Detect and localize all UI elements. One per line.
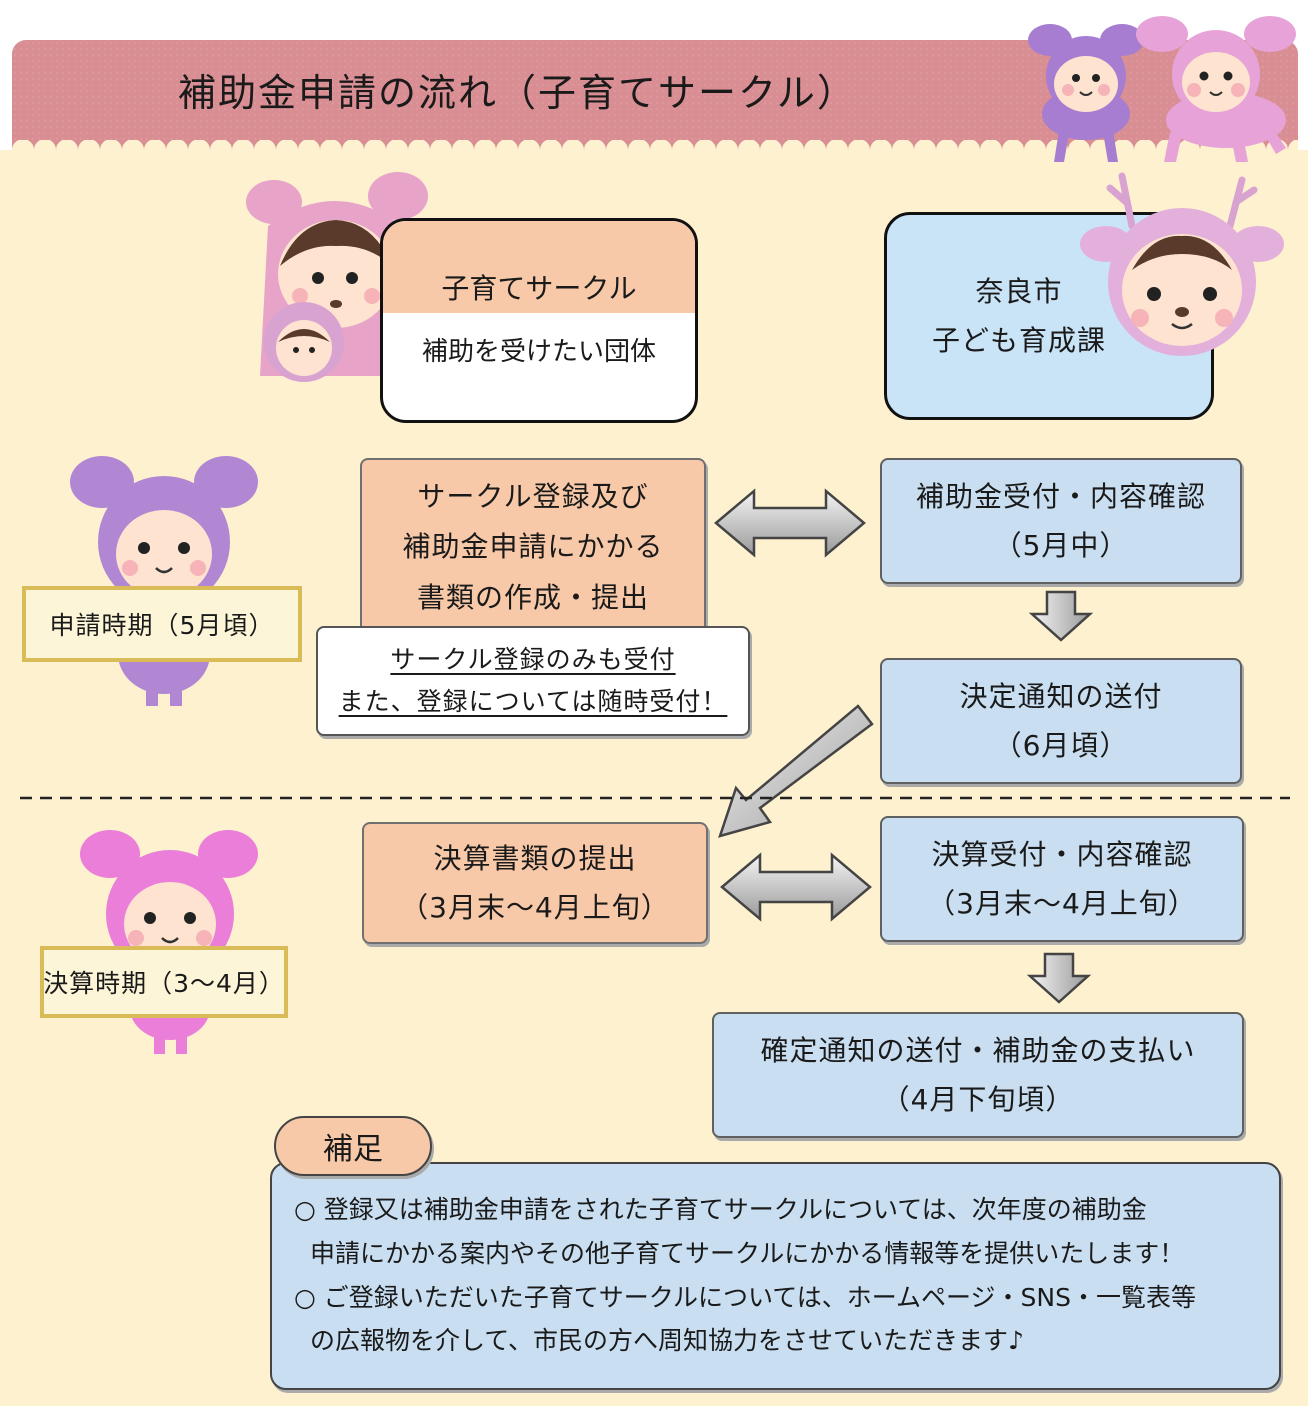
circle-application-line1: サークル登録及び xyxy=(417,480,649,513)
circle-application-line2: 補助金申請にかかる xyxy=(402,530,664,564)
city-decision-line1: 決定通知の送付 xyxy=(959,680,1163,713)
double-arrow-icon xyxy=(720,852,872,922)
deer-mascot-icon xyxy=(1080,172,1284,356)
circle-note-line1: サークル登録のみも受付 xyxy=(390,644,676,674)
note-line1: ○ 登録又は補助金申請をされた子育てサークルについては、次年度の補助金 xyxy=(294,1195,1147,1224)
section-divider xyxy=(20,796,1290,800)
header-city-line2: 子ども育成課 xyxy=(931,324,1106,357)
note-line4: の広報物を介して、市民の方へ周知協力をさせていただきます♪ xyxy=(310,1326,1024,1356)
city-decision-box: 決定通知の送付 （6月頃） xyxy=(880,658,1242,784)
circle-application-box: サークル登録及び 補助金申請にかかる 書類の作成・提出 xyxy=(360,458,706,648)
deer-mascots-icon xyxy=(1028,16,1296,162)
header-circle-title: 子育てサークル xyxy=(383,221,695,313)
mother-child-mascot-icon xyxy=(246,172,428,382)
city-receipt-box: 補助金受付・内容確認 （5月中） xyxy=(880,458,1242,584)
city-settlement-line1: 決算受付・内容確認 xyxy=(931,838,1193,871)
note-title: 補足 xyxy=(274,1116,432,1176)
circle-settlement-box: 決算書類の提出 （3月末～4月上旬） xyxy=(362,822,708,944)
page-title: 補助金申請の流れ（子育てサークル） xyxy=(178,71,857,115)
city-receipt-line2: （5月中） xyxy=(993,529,1129,562)
city-settlement-line2: （3月末～4月上旬） xyxy=(927,887,1197,920)
circle-registration-note: サークル登録のみも受付 また、登録については随時受付！ xyxy=(316,626,750,736)
circle-note-line2: また、登録については随時受付！ xyxy=(338,687,728,716)
header-city-line1: 奈良市 xyxy=(975,275,1063,308)
city-decision-line2: （6月頃） xyxy=(993,729,1129,762)
header-circle-subtitle: 補助を受けたい団体 xyxy=(421,337,656,367)
city-payment-box: 確定通知の送付・補助金の支払い （4月下旬頃） xyxy=(712,1012,1244,1138)
double-arrow-icon xyxy=(714,488,866,558)
note-line2: 申請にかかる案内やその他子育てサークルにかかる情報等を提供いたします！ xyxy=(310,1238,1185,1268)
note-line3: ○ ご登録いただいた子育てサークルについては、ホームページ・SNS・一覧表等 xyxy=(294,1282,1196,1312)
header-circle-box: 子育てサークル 補助を受けたい団体 xyxy=(380,218,698,423)
city-receipt-line1: 補助金受付・内容確認 xyxy=(915,480,1206,513)
circle-settlement-line2: （3月末～4月上旬） xyxy=(400,891,670,924)
down-arrow-icon xyxy=(1028,590,1094,642)
circle-settlement-line1: 決算書類の提出 xyxy=(433,842,637,875)
city-settlement-box: 決算受付・内容確認 （3月末～4月上旬） xyxy=(880,816,1244,942)
pink-mascot-icon xyxy=(80,830,258,1054)
circle-application-line3: 書類の作成・提出 xyxy=(416,580,649,614)
city-payment-line2: （4月下旬頃） xyxy=(881,1083,1075,1116)
city-payment-line1: 確定通知の送付・補助金の支払い xyxy=(760,1034,1196,1067)
banner-scallop xyxy=(12,140,1298,164)
application-period-label: 申請時期（5月頃） xyxy=(22,586,302,662)
note-box: ○ 登録又は補助金申請をされた子育てサークルについては、次年度の補助金 申請にか… xyxy=(270,1162,1281,1390)
settlement-period-label: 決算時期（3～4月） xyxy=(40,946,288,1018)
purple-mascot-icon xyxy=(70,456,258,706)
down-arrow-icon xyxy=(1026,952,1092,1004)
diagonal-arrow-icon xyxy=(718,704,874,838)
